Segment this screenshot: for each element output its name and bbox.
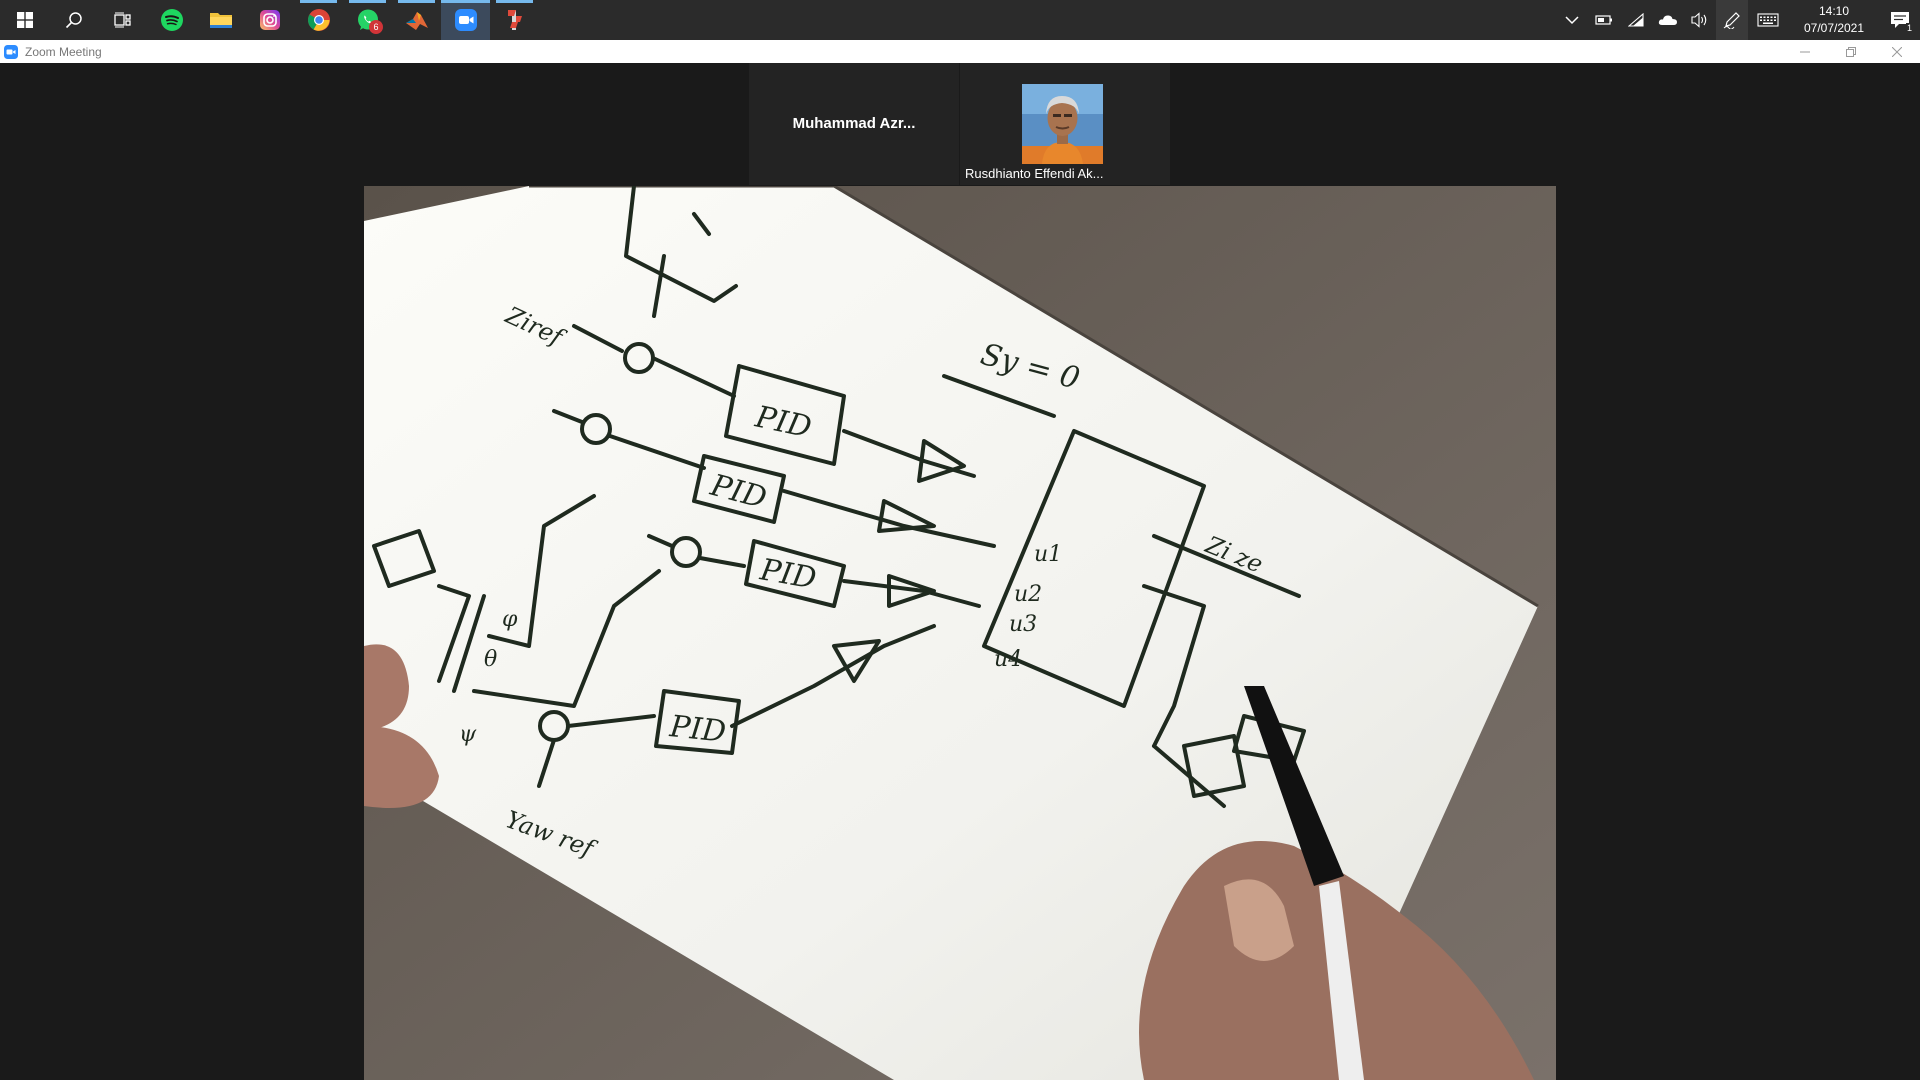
windows-icon [16, 12, 33, 28]
svg-text:u4: u4 [994, 647, 1022, 672]
zoom-button[interactable] [441, 0, 490, 40]
spotify-icon [160, 9, 183, 31]
taskbar-apps: 6 [0, 0, 539, 40]
participant-name: Muhammad Azr... [792, 115, 916, 132]
task-view-button[interactable] [98, 0, 147, 40]
chevron-up-icon [1565, 16, 1579, 25]
system-tray: 14:10 07/07/2021 1 [1556, 0, 1920, 40]
chrome-button[interactable] [294, 0, 343, 40]
zoom-icon [454, 9, 477, 31]
keyboard-icon [1757, 13, 1779, 27]
task-view-icon [113, 12, 131, 28]
action-center-button[interactable]: 1 [1880, 0, 1920, 40]
battery-button[interactable] [1588, 0, 1620, 40]
search-icon [65, 12, 82, 29]
speaker-icon [1691, 12, 1707, 28]
touch-keyboard-button[interactable] [1748, 0, 1788, 40]
network-button[interactable] [1620, 0, 1652, 40]
meeting-area: Muhammad Azr... Rusdhianto Effendi Ak... [0, 63, 1920, 1080]
participant-tile[interactable]: Rusdhianto Effendi Ak... [960, 63, 1170, 185]
search-button[interactable] [49, 0, 98, 40]
close-icon [1892, 46, 1902, 57]
battery-icon [1595, 15, 1612, 25]
zoom-icon [4, 44, 18, 59]
cloud-icon [1658, 15, 1677, 25]
window-titlebar[interactable]: Zoom Meeting [0, 40, 1920, 63]
shared-video[interactable]: PID PID PID PID Sy = 0 Ziref Zi ze Yaw r… [364, 186, 1556, 1080]
svg-text:PID: PID [667, 709, 727, 750]
pen-icon [1723, 12, 1740, 29]
instagram-icon [259, 10, 280, 30]
instagram-button[interactable] [245, 0, 294, 40]
show-hidden-icons-button[interactable] [1556, 0, 1588, 40]
svg-text:u2: u2 [1014, 582, 1042, 607]
spotify-button[interactable] [147, 0, 196, 40]
file-explorer-button[interactable] [196, 0, 245, 40]
window-controls [1782, 40, 1920, 63]
minimize-button[interactable] [1782, 40, 1828, 63]
clock[interactable]: 14:10 07/07/2021 [1788, 0, 1880, 40]
svg-text:u3: u3 [1009, 612, 1037, 637]
restore-icon [1846, 46, 1856, 57]
matlab-icon [405, 12, 428, 30]
svg-text:ψ: ψ [459, 722, 477, 747]
pen-workspace-button[interactable] [1716, 0, 1748, 40]
folder-icon [209, 13, 232, 28]
svg-text:u1: u1 [1034, 542, 1062, 567]
app-button[interactable] [490, 0, 539, 40]
start-button[interactable] [0, 0, 49, 40]
matlab-button[interactable] [392, 0, 441, 40]
app-icon [507, 10, 522, 30]
minimize-icon [1800, 51, 1810, 52]
whatsapp-button[interactable]: 6 [343, 0, 392, 40]
notification-icon [1891, 12, 1909, 28]
window-title: Zoom Meeting [25, 44, 102, 59]
wifi-icon [1628, 13, 1644, 27]
chrome-icon [307, 9, 330, 31]
whiteboard-drawing: PID PID PID PID Sy = 0 Ziref Zi ze Yaw r… [364, 186, 1556, 1080]
clock-time: 14:10 [1818, 4, 1850, 18]
notification-count: 1 [1905, 23, 1913, 33]
clock-date: 07/07/2021 [1803, 21, 1865, 35]
close-button[interactable] [1874, 40, 1920, 63]
volume-button[interactable] [1684, 0, 1716, 40]
avatar [1022, 84, 1103, 164]
participant-tile[interactable]: Muhammad Azr... [749, 63, 959, 185]
taskbar: 6 14:10 [0, 0, 1920, 40]
svg-text:θ: θ [484, 647, 497, 672]
whatsapp-badge: 6 [369, 20, 383, 34]
svg-text:φ: φ [502, 607, 518, 632]
restore-button[interactable] [1828, 40, 1874, 63]
onedrive-button[interactable] [1652, 0, 1684, 40]
participant-strip: Muhammad Azr... Rusdhianto Effendi Ak... [749, 63, 1170, 185]
participant-name: Rusdhianto Effendi Ak... [965, 166, 1104, 181]
